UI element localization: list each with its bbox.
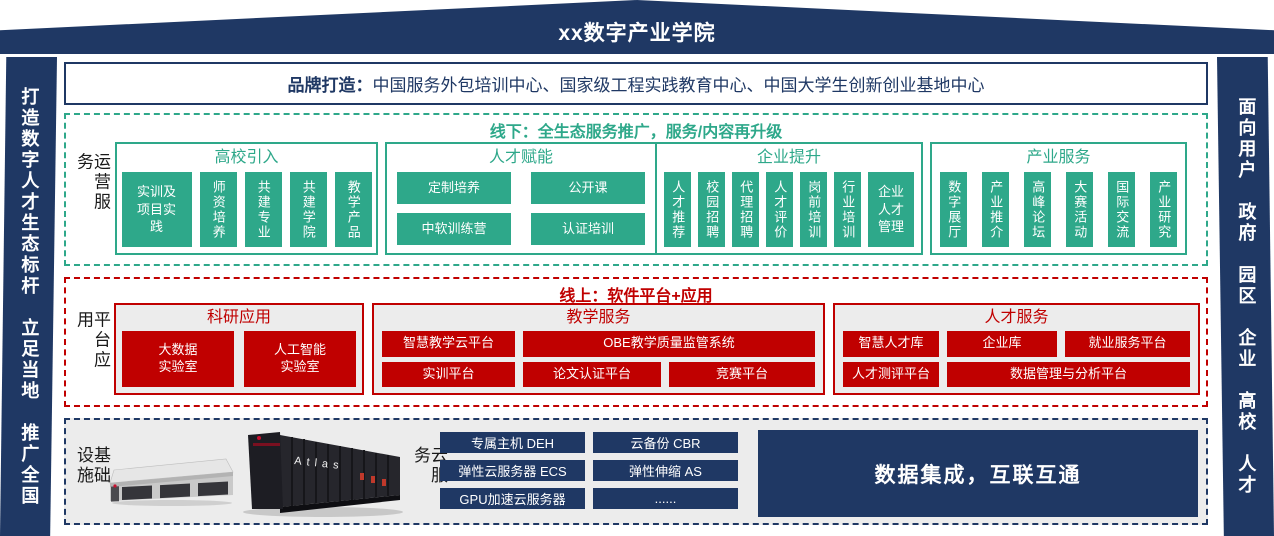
service-block: 中软训练营 (397, 213, 511, 245)
platform-block: 数据管理与分析平台 (947, 361, 1190, 387)
platform-block: 论文认证平台 (523, 361, 661, 387)
atlas-server-image: Atlas (243, 432, 403, 517)
platform-block: 就业服务平台 (1065, 331, 1190, 357)
group-body: 定制培养 公开课 中软训练营 认证培训 (387, 172, 655, 253)
right-pillar: 面向用户 政府 园区 企业 高校 人才 (1217, 57, 1274, 536)
service-block: 人才推荐 (664, 172, 691, 247)
group-title: 高校引入 (214, 149, 279, 166)
platform-block: 智慧人才库 (843, 331, 939, 357)
group-research-apps: 科研应用 大数据 实验室 人工智能 实验室 (114, 303, 364, 395)
atlas-label: Atlas (294, 455, 344, 472)
group-body: 实训及 项目实 践 师资培养 共建专业 共建学院 教学产品 (117, 172, 376, 253)
left-pillar: 打造数字人才生态标杆 立足当地 推广全国 (0, 57, 57, 536)
group-talent-enable: 人才赋能 定制培养 公开课 中软训练营 认证培训 (385, 142, 657, 255)
service-block: 共建专业 (244, 172, 282, 247)
group-title: 科研应用 (206, 309, 271, 326)
group-title: 人才服务 (984, 309, 1049, 326)
brand-box: 品牌打造： 中国服务外包培训中心、国家级工程实践教育中心、中国大学生创新创业基地… (64, 62, 1208, 105)
service-block: 实训及 项目实 践 (121, 172, 192, 247)
right-pillar-text: 面向用户 政府 园区 企业 高校 人才 (1236, 97, 1257, 496)
platform-block: 企业库 (947, 331, 1057, 357)
platform-block: 实训平台 (382, 361, 515, 387)
platform-block: 大数据 实验室 (122, 331, 234, 387)
block-row: 智慧人才库 企业库 就业服务平台 (843, 331, 1190, 357)
platform-block: 智慧教学云平台 (382, 331, 515, 357)
service-block: 认证培训 (531, 213, 645, 245)
group-talent-service: 人才服务 智慧人才库 企业库 就业服务平台 人才测评平台 数据管理与分析平台 (833, 303, 1200, 395)
left-pillar-text: 打造数字人才生态标杆 立足当地 推广全国 (19, 86, 40, 507)
cloud-block: GPU加速云服务器 (440, 488, 585, 509)
online-section: 线上：软件平台+应用 平台应用 科研应用 大数据 实验室 人工智能 实验室 教学… (64, 277, 1208, 407)
service-block: 代理招聘 (732, 172, 759, 247)
cloud-block: 专属主机 DEH (440, 432, 585, 453)
cloud-items-grid: 专属主机 DEH 云备份 CBR 弹性云服务器 ECS 弹性伸缩 AS GPU加… (440, 432, 738, 509)
group-enterprise-upgrade: 企业提升 人才推荐 校园招聘 代理招聘 人才评价 岗前培训 行业培训 企业 人才… (655, 142, 923, 255)
brand-label: 品牌打造： (287, 76, 373, 95)
service-block: 共建学院 (289, 172, 327, 247)
roof-banner: xx数字产业学院 (0, 0, 1274, 54)
group-title: 人才赋能 (488, 149, 553, 166)
group-title: 产业服务 (1026, 149, 1091, 166)
group-body: 数字展厅 产业推介 高峰论坛 大赛活动 国际交流 产业研究 (932, 172, 1185, 253)
cloud-block: ...... (593, 488, 738, 509)
page-title: xx数字产业学院 (558, 22, 716, 45)
service-block: 产业推介 (982, 172, 1009, 247)
service-block: 企业 人才 管理 (868, 172, 914, 247)
brand-text: 中国服务外包培训中心、国家级工程实践教育中心、中国大学生创新创业基地中心 (372, 76, 985, 95)
cloud-block: 弹性伸缩 AS (593, 460, 738, 481)
service-block: 人才评价 (766, 172, 793, 247)
group-body: 人才推荐 校园招聘 代理招聘 人才评价 岗前培训 行业培训 企业 人才 管理 (657, 172, 921, 253)
group-title: 教学服务 (566, 309, 631, 326)
platform-block: 人工智能 实验室 (244, 331, 356, 387)
online-side-label: 平台应用 (74, 310, 110, 371)
rack-server-image (109, 458, 234, 506)
group-body: 智慧教学云平台 OBE教学质量监管系统 实训平台 论文认证平台 竞赛平台 (374, 331, 823, 393)
service-block: 国际交流 (1108, 172, 1135, 247)
service-block: 数字展厅 (940, 172, 967, 247)
cloud-block: 弹性云服务器 ECS (440, 460, 585, 481)
service-block: 定制培养 (397, 172, 511, 204)
block-row: 人才测评平台 数据管理与分析平台 (843, 361, 1190, 387)
data-integration-banner: 数据集成，互联互通 (758, 430, 1198, 517)
service-block: 校园招聘 (698, 172, 725, 247)
service-block: 教学产品 (334, 172, 372, 247)
online-header: 线上：软件平台+应用 (559, 288, 713, 305)
group-university-intro: 高校引入 实训及 项目实 践 师资培养 共建专业 共建学院 教学产品 (115, 142, 378, 255)
cloud-block: 云备份 CBR (593, 432, 738, 453)
service-block: 公开课 (531, 172, 645, 204)
platform-block: OBE教学质量监管系统 (523, 331, 815, 357)
group-body: 智慧人才库 企业库 就业服务平台 人才测评平台 数据管理与分析平台 (835, 331, 1198, 393)
infra-side-label: 基础设施 (74, 445, 110, 486)
service-block: 高峰论坛 (1024, 172, 1051, 247)
service-block: 行业培训 (834, 172, 861, 247)
block-row: 实训平台 论文认证平台 竞赛平台 (382, 361, 815, 387)
service-block: 岗前培训 (800, 172, 827, 247)
service-block: 师资培养 (199, 172, 237, 247)
group-title: 企业提升 (756, 149, 821, 166)
infra-section: 基础设施 Atlas 云 (64, 418, 1208, 525)
block-row: 智慧教学云平台 OBE教学质量监管系统 (382, 331, 815, 357)
offline-header: 线下：全生态服务推广，服务/内容再升级 (489, 124, 783, 141)
service-block: 产业研究 (1150, 172, 1177, 247)
group-teaching-service: 教学服务 智慧教学云平台 OBE教学质量监管系统 实训平台 论文认证平台 竞赛平… (372, 303, 825, 395)
offline-section: 线下：全生态服务推广，服务/内容再升级 运营服务 高校引入 实训及 项目实 践 … (64, 113, 1208, 266)
group-industry-service: 产业服务 数字展厅 产业推介 高峰论坛 大赛活动 国际交流 产业研究 (930, 142, 1187, 255)
group-body: 大数据 实验室 人工智能 实验室 (116, 331, 362, 393)
platform-block: 竞赛平台 (669, 361, 815, 387)
service-block: 大赛活动 (1066, 172, 1093, 247)
platform-block: 人才测评平台 (843, 361, 939, 387)
offline-side-label: 运营服务 (74, 152, 110, 213)
